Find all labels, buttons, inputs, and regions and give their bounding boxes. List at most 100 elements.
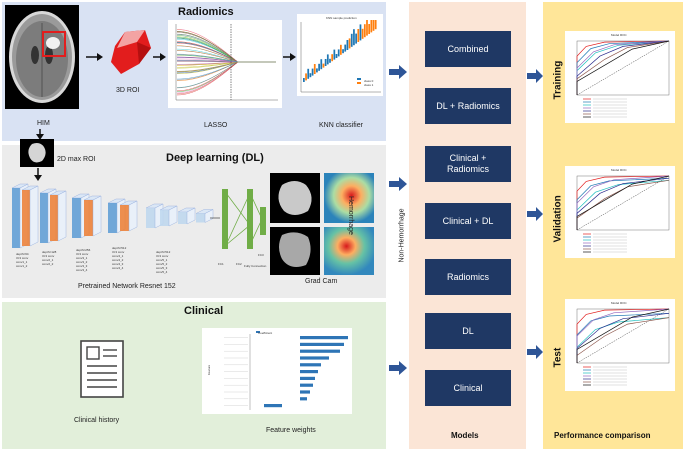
knn-bar (342, 49, 344, 54)
roc-curve (576, 175, 670, 230)
roc-test-title: Model ROC (611, 301, 627, 305)
non-hemorrhage-label: Non-Hemorrhage (398, 208, 406, 263)
roc-curve (576, 175, 670, 230)
knn-bar (353, 29, 355, 46)
knn-bar (374, 20, 377, 30)
lasso-path (176, 61, 276, 72)
knn-bar (329, 58, 331, 63)
knn-bar (326, 54, 329, 65)
fw-bar (300, 349, 340, 353)
roc-diagonal (576, 308, 670, 364)
lasso-label: LASSO (204, 122, 228, 129)
fw-legend: Coefficient (258, 331, 273, 335)
fw-bar (264, 404, 282, 408)
lasso-path (176, 61, 276, 65)
model-clinical-radiomics: Clinical + Radiomics (425, 146, 511, 182)
cnn-block-side (29, 185, 39, 247)
arrow-clinical-to-models (389, 361, 407, 375)
arrow-roi2d-to-network (34, 168, 42, 181)
knn-bar (346, 40, 349, 50)
roc-curve (576, 317, 670, 363)
knn-bar (333, 49, 336, 60)
knn-bar (309, 73, 312, 78)
model-clinical-dl: Clinical + DL (425, 203, 511, 239)
knn-bar (303, 78, 305, 82)
arrow-models-to-test (527, 345, 543, 359)
knn-label: KNN classifier (319, 122, 363, 129)
lasso-chart (175, 24, 278, 101)
roc-training-title: Model ROC (611, 33, 627, 37)
roc-curve (576, 308, 670, 363)
roc-curve (576, 40, 670, 95)
knn-legend-1: class 1 (364, 83, 374, 87)
cnn-block (84, 200, 93, 236)
model-clinical: Clinical (425, 370, 511, 406)
knn-bar (348, 38, 351, 49)
roi-3d-image (111, 30, 151, 74)
gradcam-label: Grad Cam (305, 278, 338, 285)
models-title: Models (451, 431, 479, 440)
arrow-radiomics-to-models (389, 65, 407, 79)
dl-title: Deep learning (DL) (166, 152, 264, 164)
fc2-label: FC2 (236, 262, 242, 266)
performance-title: Performance comparison (554, 431, 651, 440)
network-label: Pretrained Network Resnet 152 (78, 283, 176, 290)
knn-bar (361, 28, 364, 39)
knn-bar (320, 59, 323, 70)
knn-chart (300, 20, 381, 93)
ct-brain-image (5, 5, 79, 109)
knn-bar (337, 49, 340, 57)
roc-chart-training (576, 40, 670, 118)
knn-legend-swatch-0 (357, 78, 361, 80)
roc-chart-test (576, 308, 670, 386)
knn-bar (316, 68, 318, 73)
arrow-models-to-training (527, 69, 543, 83)
fc3-label: FC3 (258, 253, 264, 257)
roc-validation-title: Model ROC (611, 168, 627, 172)
fw-bar (300, 370, 318, 374)
arrow-roi3d-to-lasso (153, 53, 166, 61)
arrow-lasso-to-knn (283, 53, 296, 61)
fw-ylabel: Feature (207, 364, 212, 376)
roi3d-label: 3D ROI (116, 87, 140, 94)
knn-bar (324, 59, 327, 66)
knn-bar (335, 54, 338, 58)
roi-2d-image (20, 139, 54, 167)
cnn-block-side (186, 207, 196, 225)
cnn-block (196, 213, 205, 223)
model-radiomics: Radiomics (425, 259, 511, 295)
feature-weights-label: Feature weights (266, 427, 316, 434)
knn-bar (322, 63, 325, 68)
knn-bar (331, 54, 334, 62)
knn-legend-0: class 0 (364, 79, 374, 83)
fc1-label: FC1 (218, 262, 224, 266)
knn-bar (363, 24, 366, 38)
knn-bar (313, 64, 316, 74)
cnn-block-side (168, 205, 178, 227)
arrow-dl-to-models (389, 177, 407, 191)
fw-bar (300, 376, 315, 380)
roc-curve (576, 179, 670, 230)
perf-row-training: Training (552, 60, 564, 100)
fw-bar (300, 342, 344, 346)
arrow-ct-to-roi3d (86, 53, 103, 61)
arrow-him-to-roi2d (36, 129, 44, 140)
knn-bar (372, 20, 375, 31)
knn-bar (307, 68, 310, 79)
cnn-block (50, 195, 58, 241)
lasso-path (176, 61, 276, 89)
perf-row-test: Test (552, 347, 564, 368)
roc-curve (576, 179, 670, 230)
roc-curve (576, 317, 670, 363)
knn-chart-title: KNN sample prediction (326, 16, 357, 20)
lasso-path (176, 29, 276, 63)
clinical-history-label: Clinical history (74, 417, 120, 424)
cnn-block-side (57, 190, 67, 242)
arrow-models-to-validation (527, 207, 543, 221)
cnn-block (22, 190, 30, 246)
roc-curve (576, 312, 670, 363)
lasso-path (176, 61, 276, 92)
